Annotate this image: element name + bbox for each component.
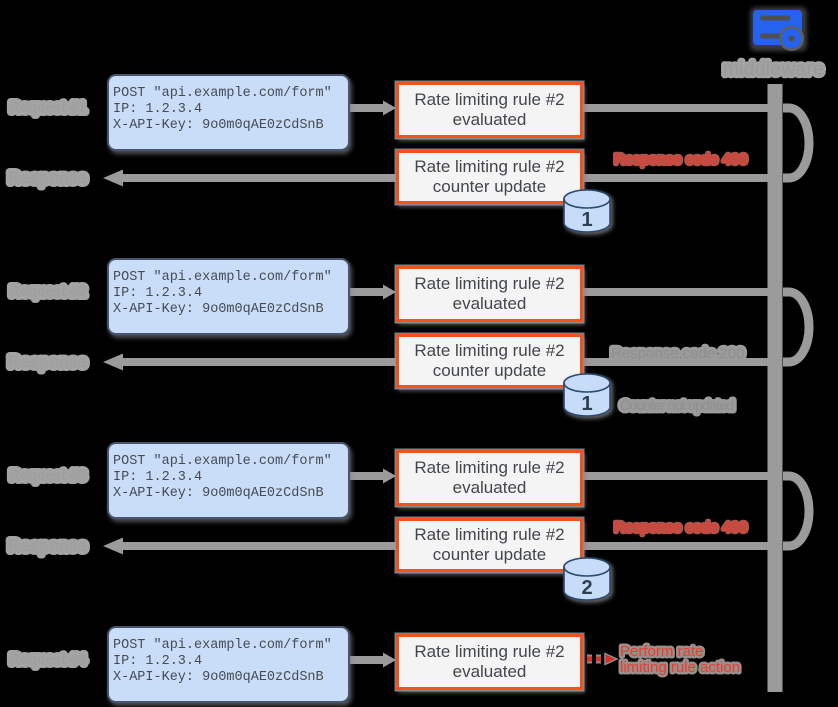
svg-text:Response code 400: Response code 400 <box>614 519 747 536</box>
svg-text:Request #1: Request #1 <box>10 99 87 116</box>
svg-text:middleware: middleware <box>723 59 824 80</box>
svg-text:Counter not updated: Counter not updated <box>620 397 733 413</box>
svg-text:1: 1 <box>581 209 592 231</box>
svg-text:1: 1 <box>581 393 592 415</box>
svg-text:Request #3: Request #3 <box>10 467 87 484</box>
svg-text:2: 2 <box>581 577 592 599</box>
svg-text:limiting rule action: limiting rule action <box>620 659 740 676</box>
svg-text:Perform rate: Perform rate <box>620 643 703 660</box>
svg-text:Response: Response <box>8 538 87 555</box>
svg-text:Response: Response <box>8 170 87 187</box>
svg-text:Response code 400: Response code 400 <box>614 151 747 168</box>
svg-text:Response: Response <box>8 354 87 371</box>
svg-text:Request #4: Request #4 <box>10 651 87 668</box>
svg-text:Request #2: Request #2 <box>10 283 87 300</box>
svg-text:Response code 200: Response code 200 <box>611 345 744 362</box>
